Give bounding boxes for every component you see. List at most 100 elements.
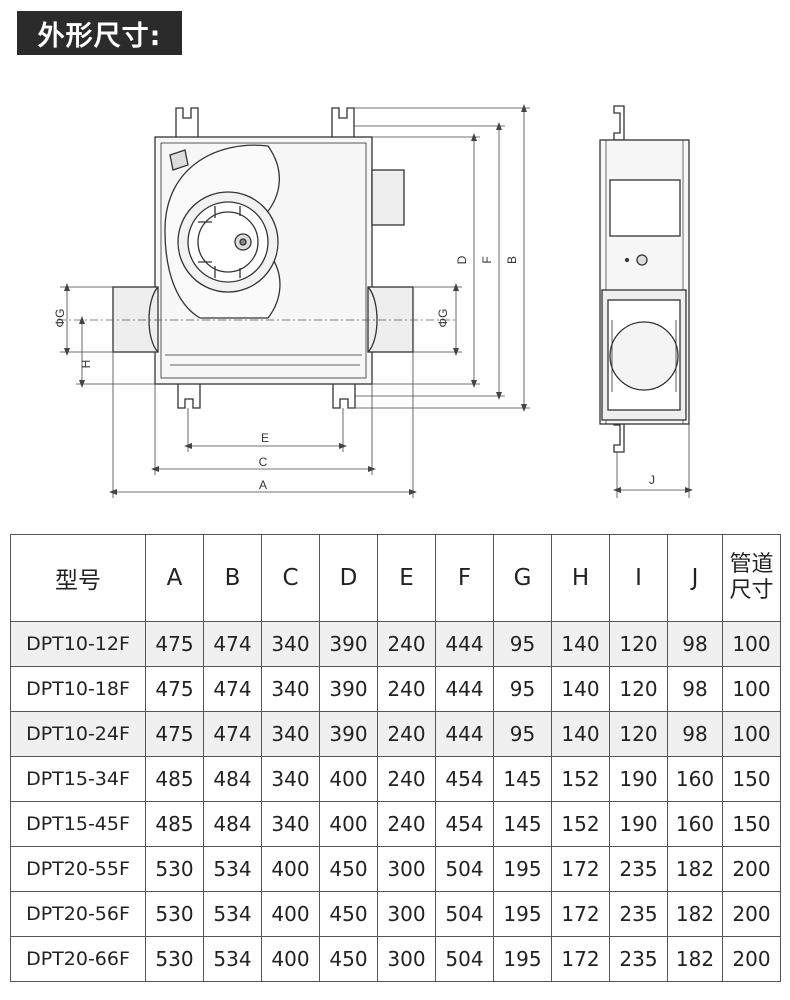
cell-h: 172	[551, 936, 610, 982]
cell-d: 390	[319, 621, 378, 667]
cell-d: 400	[319, 756, 378, 802]
dim-label-d: D	[455, 255, 469, 264]
cell-f: 504	[435, 846, 494, 892]
header-i: I	[609, 534, 668, 622]
cell-a: 530	[145, 891, 204, 937]
side-dimension-lines	[613, 424, 693, 498]
front-dimension-lines	[60, 104, 530, 498]
cell-a: 475	[145, 621, 204, 667]
cell-j: 182	[667, 891, 723, 937]
dim-label-j: J	[649, 473, 655, 487]
cell-model: DPT15-45F	[10, 801, 146, 847]
cell-e: 300	[377, 936, 436, 982]
cell-j: 182	[667, 936, 723, 982]
cell-b: 534	[203, 891, 262, 937]
cell-a: 530	[145, 936, 204, 982]
cell-i: 190	[609, 756, 668, 802]
cell-e: 300	[377, 846, 436, 892]
dim-label-f: F	[480, 256, 494, 263]
dimension-drawing: A C E D F B ΦG ΦG H J	[53, 104, 693, 498]
front-view	[112, 107, 414, 409]
cell-b: 534	[203, 846, 262, 892]
cell-j: 98	[667, 621, 723, 667]
cell-pipe-size: 100	[722, 621, 781, 667]
header-b: B	[203, 534, 262, 622]
header-pipe-size: 管道 尺寸	[722, 534, 781, 622]
cell-i: 235	[609, 846, 668, 892]
cell-c: 400	[261, 846, 320, 892]
cell-d: 390	[319, 711, 378, 757]
cell-b: 484	[203, 756, 262, 802]
cell-pipe-size: 150	[722, 756, 781, 802]
cell-d: 450	[319, 846, 378, 892]
header-pipe-line2: 尺寸	[729, 578, 774, 603]
section-title: 外形尺寸:	[37, 20, 162, 52]
cell-e: 240	[377, 666, 436, 712]
cell-g: 195	[493, 891, 552, 937]
cell-f: 444	[435, 666, 494, 712]
cell-d: 450	[319, 936, 378, 982]
cell-g: 195	[493, 936, 552, 982]
cell-j: 98	[667, 666, 723, 712]
cell-c: 340	[261, 756, 320, 802]
cell-a: 485	[145, 756, 204, 802]
header-g: G	[493, 534, 552, 622]
cell-j: 98	[667, 711, 723, 757]
cell-e: 240	[377, 801, 436, 847]
cell-g: 95	[493, 666, 552, 712]
cell-f: 454	[435, 801, 494, 847]
header-d: D	[319, 534, 378, 622]
cell-i: 120	[609, 711, 668, 757]
cell-c: 400	[261, 936, 320, 982]
side-view	[599, 105, 690, 453]
header-e: E	[377, 534, 436, 622]
cell-d: 400	[319, 801, 378, 847]
cell-c: 340	[261, 666, 320, 712]
dim-label-b: B	[505, 256, 519, 264]
cell-c: 340	[261, 621, 320, 667]
dim-label-h: H	[79, 360, 93, 369]
cell-model: DPT10-18F	[10, 666, 146, 712]
cell-h: 140	[551, 666, 610, 712]
dim-label-c: C	[259, 455, 268, 469]
cell-j: 160	[667, 801, 723, 847]
cell-d: 450	[319, 891, 378, 937]
cell-i: 190	[609, 801, 668, 847]
cell-g: 145	[493, 801, 552, 847]
dim-label-a: A	[259, 478, 267, 492]
cell-h: 140	[551, 621, 610, 667]
cell-h: 152	[551, 801, 610, 847]
cell-c: 340	[261, 711, 320, 757]
cell-f: 504	[435, 936, 494, 982]
header-j: J	[667, 534, 723, 622]
cell-model: DPT20-55F	[10, 846, 146, 892]
header-pipe-line1: 管道	[729, 552, 774, 577]
cell-model: DPT20-56F	[10, 891, 146, 937]
dim-label-g-right: ΦG	[436, 309, 450, 328]
cell-model: DPT10-24F	[10, 711, 146, 757]
cell-a: 475	[145, 711, 204, 757]
cell-f: 504	[435, 891, 494, 937]
cell-model: DPT10-12F	[10, 621, 146, 667]
header-model: 型号	[10, 534, 146, 622]
cell-pipe-size: 200	[722, 891, 781, 937]
cell-pipe-size: 100	[722, 666, 781, 712]
cell-b: 474	[203, 711, 262, 757]
cell-f: 444	[435, 711, 494, 757]
cell-e: 240	[377, 621, 436, 667]
cell-h: 172	[551, 846, 610, 892]
cell-i: 235	[609, 936, 668, 982]
cell-g: 145	[493, 756, 552, 802]
cell-b: 474	[203, 666, 262, 712]
cell-b: 534	[203, 936, 262, 982]
cell-e: 300	[377, 891, 436, 937]
header-f: F	[435, 534, 494, 622]
section-header: 外形尺寸:	[17, 11, 182, 55]
